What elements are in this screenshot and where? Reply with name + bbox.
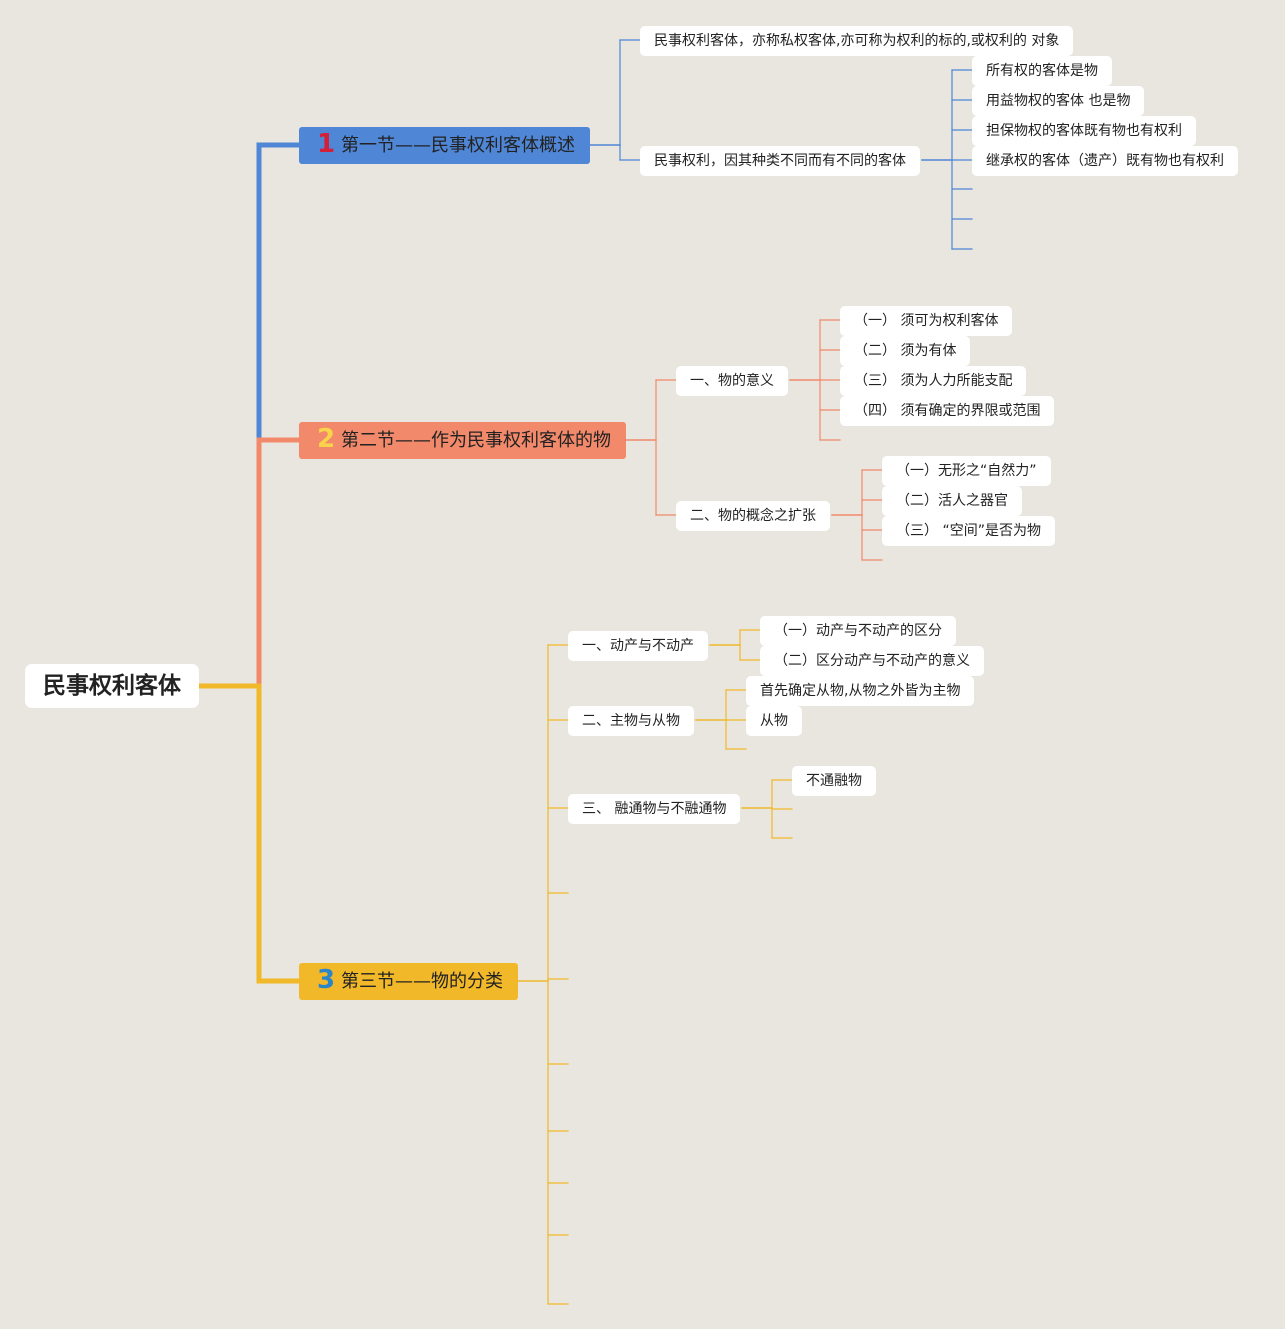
s1-leaf-security[interactable]: 担保物权的客体既有物也有权利 (972, 116, 1196, 146)
s3-leaf-movable-2[interactable]: （二）区分动产与不动产的意义 (760, 646, 984, 676)
s2-topic-meaning[interactable]: 一、物的意义 (676, 366, 788, 396)
s1-topic-definition[interactable]: 民事权利客体，亦称私权客体,亦可称为权利的标的,或权利的 对象 (640, 26, 1074, 56)
section-1-label: 第一节——民事权利客体概述 (341, 135, 575, 156)
section-2-label: 第二节——作为民事权利客体的物 (341, 430, 611, 451)
section-3-label: 第三节——物的分类 (341, 971, 503, 992)
s3-topic-principal[interactable]: 二、主物与从物 (568, 706, 694, 736)
s2-leaf-meaning-3[interactable]: （三） 须为人力所能支配 (840, 366, 1027, 396)
section-2-number-icon: 2 (317, 424, 336, 454)
section-2-topic[interactable]: 2 第二节——作为民事权利客体的物 (299, 422, 626, 459)
s2-topic-expansion[interactable]: 二、物的概念之扩张 (676, 501, 830, 531)
s2-leaf-expansion-2[interactable]: （二）活人之器官 (882, 486, 1022, 516)
s3-leaf-movable-1[interactable]: （一）动产与不动产的区分 (760, 616, 956, 646)
s3-topic-tradable[interactable]: 三、 融通物与不融通物 (568, 794, 741, 824)
s3-topic-movable[interactable]: 一、动产与不动产 (568, 631, 708, 661)
s1-leaf-ownership[interactable]: 所有权的客体是物 (972, 56, 1112, 86)
s2-leaf-expansion-3[interactable]: （三） “空间”是否为物 (882, 516, 1055, 546)
s3-leaf-principal-2[interactable]: 从物 (746, 706, 802, 736)
s1-leaf-usufruct[interactable]: 用益物权的客体 也是物 (972, 86, 1145, 116)
s2-leaf-meaning-2[interactable]: （二） 须为有体 (840, 336, 971, 366)
s1-leaf-inheritance[interactable]: 继承权的客体（遗产）既有物也有权利 (972, 146, 1238, 176)
s3-leaf-tradable-1[interactable]: 不通融物 (792, 766, 876, 796)
section-1-number-icon: 1 (317, 129, 336, 159)
s1-topic-by-right-type[interactable]: 民事权利，因其种类不同而有不同的客体 (640, 146, 920, 176)
s2-leaf-expansion-1[interactable]: （一）无形之“自然力” (882, 456, 1051, 486)
s3-leaf-principal-1[interactable]: 首先确定从物,从物之外皆为主物 (746, 676, 975, 706)
root-topic[interactable]: 民事权利客体 (25, 664, 199, 708)
s2-leaf-meaning-4[interactable]: （四） 须有确定的界限或范围 (840, 396, 1055, 426)
section-1-topic[interactable]: 1 第一节——民事权利客体概述 (299, 127, 590, 164)
section-3-number-icon: 3 (317, 965, 336, 995)
s2-leaf-meaning-1[interactable]: （一） 须可为权利客体 (840, 306, 1013, 336)
section-3-topic[interactable]: 3 第三节——物的分类 (299, 963, 518, 1000)
